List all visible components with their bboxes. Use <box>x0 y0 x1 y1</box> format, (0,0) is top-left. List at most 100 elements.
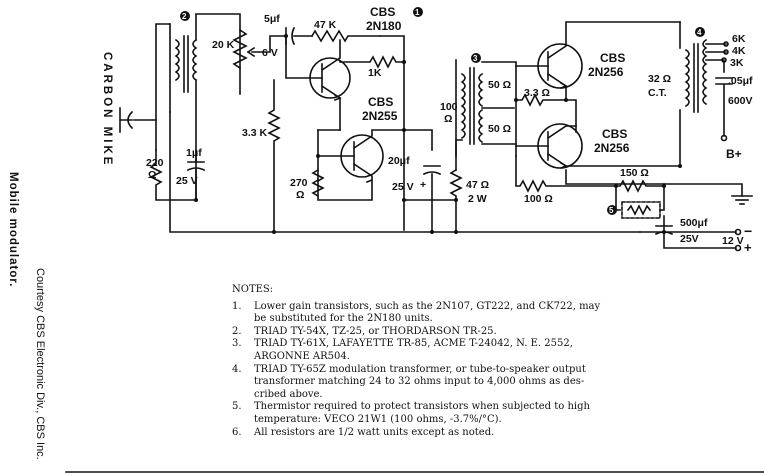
label-c-05uf: .05μf <box>728 75 753 87</box>
note-text: All resistors are 1/2 watt units except … <box>254 426 495 438</box>
resistor-220-icon <box>149 149 197 201</box>
marker-5 <box>607 205 617 215</box>
note-text: be substituted for the 2N180 units. <box>254 313 433 325</box>
note-text: ARGONNE AR504. <box>254 350 350 362</box>
notes-title: NOTES: <box>232 284 274 295</box>
marker-1-text: 1 <box>415 8 420 17</box>
label-q2-b: 2N255 <box>362 109 398 123</box>
label-r-270-u: Ω <box>296 189 304 201</box>
potentiometer-20k-icon <box>232 28 248 70</box>
figure-credit: Courtesy CBS Electronic Div., CBS Inc. <box>34 268 46 460</box>
note-number: 1. <box>232 300 242 312</box>
note-row: 2. TRIAD TY-54X, TZ-25, or THORDARSON TR-… <box>228 326 748 339</box>
label-t3-100: 100 <box>440 101 458 113</box>
label-c-20uf-v: 25 V <box>392 181 414 193</box>
capacitor-1uf-icon <box>186 167 206 172</box>
note-text: Lower gain transistors, such as the 2N10… <box>254 300 601 312</box>
label-r-33k: 3.3 K <box>242 127 268 139</box>
note-text: TRIAD TY-61X, LAFAYETTE TR-85, ACME T-24… <box>254 338 573 350</box>
label-r-1k: 1K <box>368 67 382 79</box>
notes-block: NOTES: 1. Lower gain transistors, such as… <box>228 284 748 439</box>
label-c-1uf-v: 25 V <box>176 175 198 187</box>
note-row: 3. TRIAD TY-61X, LAFAYETTE TR-85, ACME T-… <box>228 338 748 351</box>
label-r-47: 47 Ω <box>466 179 489 191</box>
note-number <box>228 414 254 427</box>
label-r-150: 150 Ω <box>620 167 649 179</box>
marker-3-text: 3 <box>473 54 478 63</box>
label-t3-100-u: Ω <box>444 113 452 125</box>
marker-2-text: 2 <box>182 12 187 21</box>
transformer-t4-icon <box>684 48 690 108</box>
note-text: temperature: VECO 21W1 (100 ohms, -3.7%/… <box>254 413 502 425</box>
label-q2-a: CBS <box>368 95 393 109</box>
label-r-47k: 47 K <box>314 19 337 31</box>
note-row: transformer matching 24 to 32 ohms input… <box>228 376 748 389</box>
label-pot-20k: 20 K <box>212 39 235 51</box>
marker-1 <box>413 7 423 17</box>
label-plus: + <box>744 240 752 255</box>
label-batt-12v: 12 V <box>722 235 744 247</box>
note-row: 4. TRIAD TY-65Z modulation transformer, o… <box>228 364 748 377</box>
note-text: TRIAD TY-54X, TZ-25, or THORDARSON TR-25… <box>254 325 497 337</box>
label-q1-a: CBS <box>370 5 395 19</box>
marker-4 <box>695 27 705 37</box>
label-c-500uf-v: 25V <box>680 233 699 245</box>
label-tap-3k: 3K <box>730 57 744 69</box>
label-cap-plus-20uf: + <box>420 179 426 191</box>
note-row: 6. All resistors are 1/2 watt units excep… <box>228 427 748 440</box>
notes-list: 1. Lower gain transistors, such as the 2N… <box>228 301 748 440</box>
note-number: 3. <box>232 338 242 350</box>
resistor-47k-icon <box>310 29 381 43</box>
mike-label: CARBON MIKE <box>101 52 113 168</box>
note-row: 1. Lower gain transistors, such as the 2N… <box>228 301 748 314</box>
label-tap-6k: 6K <box>732 33 746 45</box>
label-t4-32: 32 Ω <box>648 73 671 85</box>
note-row: 5. Thermistor required to protect transis… <box>228 401 748 414</box>
note-row: be substituted for the 2N180 units. <box>228 313 748 326</box>
transformer-t3-icon <box>460 72 466 140</box>
label-r-220-u: Ω <box>148 169 156 181</box>
marker-2 <box>180 11 190 21</box>
note-number: 5. <box>232 401 242 413</box>
note-number <box>228 389 254 402</box>
note-number: 4. <box>232 363 242 375</box>
label-c-05uf-v: 600V <box>728 95 753 107</box>
resistor-3r3-icon <box>515 93 567 107</box>
label-r-220: 220 <box>146 157 164 169</box>
resistor-150-icon <box>615 179 665 193</box>
note-number <box>228 376 254 389</box>
label-q4-a: CBS <box>602 127 627 141</box>
figure-caption: Mobile modulator. <box>7 172 19 288</box>
note-row: ARGONNE AR504. <box>228 351 748 364</box>
transformer-t2-icon <box>174 38 180 82</box>
label-t3-50a: 50 Ω <box>488 79 511 91</box>
label-q4-b: 2N256 <box>594 141 630 155</box>
marker-4-text: 4 <box>697 28 702 37</box>
label-r-47-w: 2 W <box>468 193 487 205</box>
label-tap-4k: 4K <box>732 45 746 57</box>
label-c-20uf: 20μf <box>388 155 410 167</box>
label-bplus: B+ <box>726 147 742 161</box>
note-text: TRIAD TY-65Z modulation transformer, or … <box>254 363 586 375</box>
resistor-47-icon <box>449 168 463 233</box>
label-q1-b: 2N180 <box>366 19 402 33</box>
note-number: 2. <box>232 325 242 337</box>
note-number <box>228 351 254 364</box>
note-number <box>228 313 254 326</box>
label-minus: − <box>744 223 752 239</box>
note-number: 6. <box>232 426 242 438</box>
note-text: Thermistor required to protect transisto… <box>254 401 590 413</box>
label-r-100: 100 Ω <box>524 193 553 205</box>
note-text: cribed above. <box>254 388 323 400</box>
label-c-1uf: 1μf <box>186 147 202 159</box>
note-row: temperature: VECO 21W1 (100 ohms, -3.7%/… <box>228 414 748 427</box>
label-c-500uf: 500μf <box>680 217 708 229</box>
label-q3-a: CBS <box>600 51 625 65</box>
label-c-5uf: 5μf <box>264 13 280 25</box>
note-text: transformer matching 24 to 32 ohms input… <box>254 376 585 388</box>
resistor-3k3-icon <box>267 79 281 233</box>
marker-5-text: 5 <box>609 206 614 215</box>
label-t3-50b: 50 Ω <box>488 123 511 135</box>
label-q3-b: 2N256 <box>588 65 624 79</box>
